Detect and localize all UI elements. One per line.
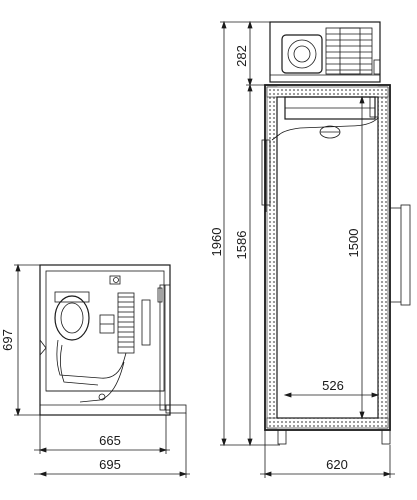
- dim-695: [34, 413, 190, 478]
- dim-526: [283, 392, 380, 398]
- front-view: 1960 1586 282 1500 526: [209, 20, 411, 478]
- side-unit-inner: [45, 270, 165, 392]
- dim-1586: [246, 83, 265, 447]
- door-handle: [400, 204, 411, 306]
- insulation-right: [377, 86, 389, 429]
- inner-chamber: [276, 96, 379, 419]
- dim-526-label: 526: [322, 378, 344, 393]
- dim-1586-label: 1586: [234, 231, 249, 260]
- top-unit: [269, 21, 381, 83]
- cabinet-outer: [264, 84, 391, 431]
- top-condenser: [325, 27, 373, 75]
- compressor: [54, 295, 90, 341]
- insulation-bottom: [266, 417, 389, 429]
- insulation-top: [266, 86, 389, 98]
- leg-right: [381, 429, 391, 445]
- evaporator-pipe: [271, 117, 379, 141]
- side-unit-body: [39, 264, 171, 416]
- dim-1960: [220, 20, 280, 447]
- dim-1500: [359, 95, 365, 420]
- dim-282-label: 282: [234, 45, 249, 67]
- dim-282: [247, 20, 253, 87]
- dim-620: [260, 430, 395, 478]
- leg-left: [277, 429, 287, 445]
- dim-665: [34, 415, 170, 454]
- dim-697-label: 697: [0, 329, 15, 351]
- insulation-left: [266, 86, 278, 429]
- refrigerant-pipes: [56, 339, 127, 403]
- dim-1960-label: 1960: [209, 228, 224, 257]
- dim-665-label: 665: [99, 433, 121, 448]
- dim-695-label: 695: [99, 457, 121, 472]
- side-view: 697 665 695: [0, 263, 190, 478]
- dim-620-label: 620: [326, 457, 348, 472]
- dim-1500-label: 1500: [346, 229, 361, 258]
- top-compressor: [281, 34, 323, 74]
- dim-697: [14, 263, 40, 417]
